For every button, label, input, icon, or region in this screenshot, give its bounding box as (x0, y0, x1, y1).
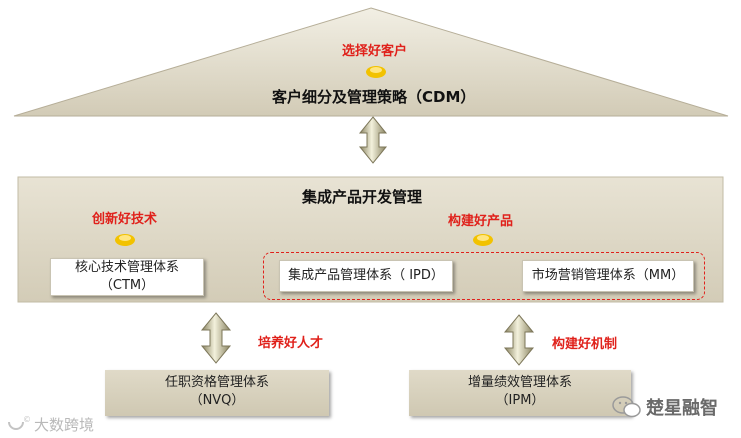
ipm-line1: 增量绩效管理体系 (467, 375, 572, 390)
watermark-right: 楚星融智 (646, 398, 718, 419)
roof-gold-marker-icon (366, 66, 386, 78)
left-gold-marker-icon (115, 234, 135, 246)
ipm-line2: （IPM） (495, 393, 545, 408)
svg-text:©: © (23, 415, 31, 424)
ctm-box: 核心技术管理体系 （CTM） (50, 258, 204, 296)
wechat-logo-icon (612, 396, 641, 418)
band-left-label: 创新好技术 (92, 212, 158, 227)
ctm-line2: （CTM） (99, 278, 155, 293)
right-double-arrow-icon (503, 314, 535, 366)
mm-box: 市场营销管理体系（MM） (522, 260, 694, 292)
ipd-text: 集成产品管理体系（ IPD） (288, 268, 444, 283)
ipm-box: 增量绩效管理体系 （IPM） (409, 370, 631, 416)
watermark-left-logo-icon: © (8, 415, 31, 430)
nvq-line2: （NVQ） (189, 393, 245, 408)
double-arrow-icon (358, 116, 388, 164)
band-right-label: 构建好产品 (448, 214, 514, 229)
nvq-line1: 任职资格管理体系 (164, 375, 269, 390)
bottom-left-label: 培养好人才 (258, 336, 324, 351)
roof-title: 客户细分及管理策略（CDM） (272, 88, 476, 106)
left-double-arrow-icon (200, 312, 232, 364)
bottom-right-label: 构建好机制 (552, 337, 618, 352)
ipd-box: 集成产品管理体系（ IPD） (279, 260, 453, 292)
ctm-line1: 核心技术管理体系 (74, 260, 179, 275)
mm-text: 市场营销管理体系（MM） (531, 268, 685, 283)
product-group-outline (263, 252, 705, 300)
roof-label-top: 选择好客户 (342, 44, 408, 59)
right-gold-marker-icon (473, 234, 493, 246)
nvq-box: 任职资格管理体系 （NVQ） (105, 370, 329, 416)
watermark-left: 大数跨境 (34, 416, 95, 434)
band-title: 集成产品开发管理 (302, 188, 423, 206)
